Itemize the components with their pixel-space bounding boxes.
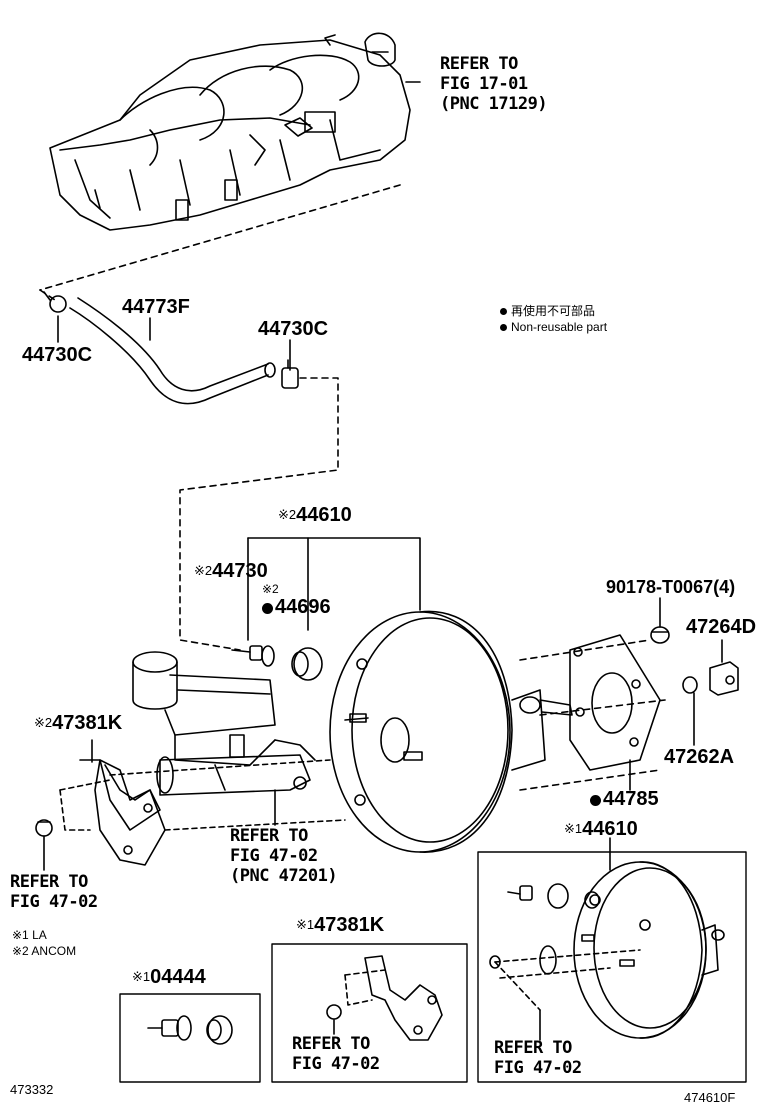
part-47262A: 47262A [664, 746, 735, 768]
vacuum-hose-illustration [69, 297, 276, 405]
part-90178-T0067: 90178-T0067(4) [606, 577, 736, 597]
part-47264D: 47264D [686, 616, 757, 638]
part-47381K-main: ※247381K [34, 712, 123, 734]
inset-nut-illustration [326, 1004, 342, 1020]
part-44730C-right: 44730C [258, 318, 329, 340]
ref-master-cyl-line-2: FIG 47-02 [230, 846, 318, 866]
part-44785: 44785 [590, 788, 659, 810]
pin-47262A-illustration [682, 676, 698, 694]
ref-inset-la-line-2: FIG 47-02 [292, 1054, 380, 1074]
part-44730C-left: 44730C [22, 344, 93, 366]
legend-en: Non-reusable part [500, 320, 607, 335]
variant-ancom: ※2 ANCOM [12, 944, 77, 958]
ref-inset-booster-line-1: REFER TO [494, 1038, 572, 1058]
bracket-inset-illustration [344, 955, 443, 1041]
nut-left-illustration [35, 819, 53, 837]
ref-bracket-line-2: FIG 47-02 [10, 892, 98, 912]
clip-47264D-illustration [709, 661, 739, 696]
part-47381K-la: ※147381K [296, 914, 385, 936]
inset-box-booster [477, 851, 747, 1083]
gasket-illustration [569, 634, 661, 771]
ref-intake-line-3: (PNC 17129) [440, 94, 548, 114]
ref-intake-line-1: REFER TO [440, 54, 518, 74]
grommet-illustration [291, 647, 323, 681]
master-cylinder-illustration [132, 651, 316, 796]
clamp-left-illustration [43, 291, 67, 313]
kit-valve-illustration [147, 1015, 233, 1045]
part-44610-main: ※244610 [278, 504, 352, 526]
ref-bracket-line-1: REFER TO [10, 872, 88, 892]
brake-booster-inset-illustration [539, 861, 725, 1039]
illustration-code-right: 474610F [684, 1090, 736, 1105]
inset-box-kit [119, 993, 261, 1083]
part-44696: 44696 [262, 596, 331, 618]
part-44730: ※244730 [194, 560, 268, 582]
nut-90178-illustration [650, 626, 670, 644]
ref-master-cyl-line-3: (PNC 47201) [230, 866, 338, 886]
intake-manifold-illustration [49, 32, 411, 231]
legend-jp: 再使用不可部品 [500, 304, 595, 319]
ref-intake-line-2: FIG 17-01 [440, 74, 528, 94]
check-valve-illustration [231, 645, 275, 667]
ref-inset-booster-line-2: FIG 47-02 [494, 1058, 582, 1078]
part-04444: ※104444 [132, 966, 206, 988]
illustration-code-left: 473332 [10, 1082, 54, 1097]
inset-box-bracket [271, 943, 468, 1083]
inset-check-valve-illustration [507, 883, 600, 909]
ref-master-cyl-line-1: REFER TO [230, 826, 308, 846]
ref-inset-la-line-1: REFER TO [292, 1034, 370, 1054]
part-44610-la: ※144610 [564, 818, 638, 840]
part-44773F: 44773F [122, 296, 190, 318]
variant-la: ※1 LA [12, 928, 47, 942]
bracket-main-illustration [59, 759, 346, 866]
brake-booster-main-illustration [329, 610, 573, 853]
part-44696-mark: ※2 [262, 582, 279, 596]
